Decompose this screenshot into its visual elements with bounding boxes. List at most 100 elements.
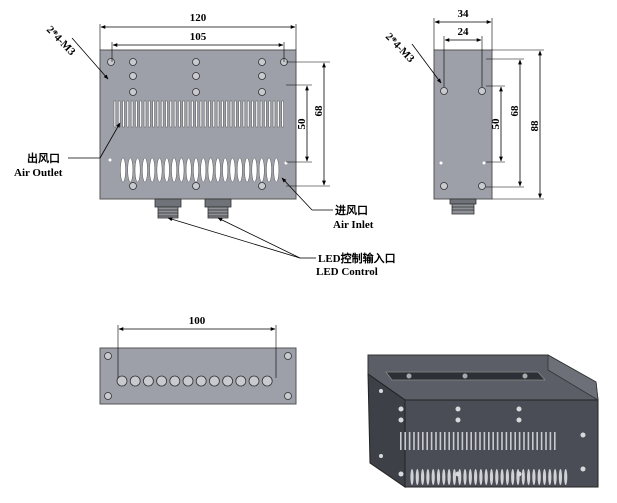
side-dim-88: 88 <box>529 120 541 132</box>
outlet-slot <box>234 100 237 128</box>
inlet-slot <box>200 157 207 183</box>
outlet-slot <box>204 100 207 128</box>
inlet-slot <box>142 157 148 183</box>
outlet-slot <box>173 100 177 128</box>
inlet-slot <box>178 157 185 183</box>
inlet-slot <box>266 157 272 183</box>
iso-oval <box>447 469 451 485</box>
isometric-view <box>367 354 599 488</box>
led-connector-left <box>154 198 182 219</box>
iso-slot <box>461 432 464 450</box>
outlet-slot <box>143 100 147 128</box>
outlet-slot <box>113 100 117 128</box>
air-inlet-label: 进风口 Air Inlet <box>281 177 374 231</box>
air-outlet-cn: 出风口 <box>27 151 60 165</box>
iso-slot <box>510 432 512 450</box>
outlet-slot <box>216 100 220 128</box>
iso-oval <box>516 469 520 485</box>
inlet-slot <box>273 157 280 183</box>
inlet-slot <box>258 157 265 183</box>
bottom-hole <box>248 375 260 387</box>
front-holes-top <box>107 58 288 190</box>
iso-slot <box>413 432 415 450</box>
iso-oval <box>521 469 525 485</box>
outlet-slot <box>208 100 211 128</box>
inlet-slot <box>134 157 141 183</box>
bottom-hole <box>182 375 194 387</box>
outlet-slot <box>130 100 134 128</box>
outlet-slot <box>126 100 129 128</box>
dim-105: 105 <box>190 31 207 43</box>
bottom-hole <box>208 375 220 387</box>
side-thread-callout: 2*4-M3 <box>383 31 417 66</box>
air-outlet-label: 出风口 Air Outlet <box>14 122 121 179</box>
inlet-slot <box>222 157 229 183</box>
outlet-slot <box>259 100 263 128</box>
iso-slot <box>426 432 428 450</box>
dim-68: 68 <box>313 105 325 117</box>
bottom-hole <box>195 375 207 387</box>
iso-slot <box>404 432 406 450</box>
outlet-slot <box>229 100 233 128</box>
outlet-slot <box>238 100 241 128</box>
dim-24: 24 <box>458 26 470 38</box>
iso-oval <box>463 469 467 485</box>
front-outlet-grille <box>113 100 284 128</box>
dim-50: 50 <box>296 118 308 130</box>
outlet-slot <box>148 100 151 128</box>
inlet-slot <box>120 157 126 183</box>
iso-oval <box>410 469 414 485</box>
dim-100: 100 <box>189 315 206 327</box>
iso-slot <box>444 432 446 450</box>
iso-oval <box>527 469 531 485</box>
iso-slot <box>457 432 459 450</box>
inlet-slot <box>251 157 258 183</box>
iso-slot <box>422 432 424 450</box>
iso-oval <box>500 469 504 485</box>
iso-slot <box>496 432 499 450</box>
bottom-hole <box>169 375 181 387</box>
outlet-slot <box>161 100 164 128</box>
bottom-hole <box>129 375 141 387</box>
side-housing <box>433 49 493 200</box>
iso-slot <box>523 432 525 450</box>
front-thread-callout: 2*4-M3 <box>44 24 78 59</box>
iso-slot <box>518 432 521 450</box>
inlet-slot <box>185 157 192 183</box>
iso-slot <box>479 432 481 450</box>
iso-oval <box>553 469 557 485</box>
iso-oval <box>479 469 483 485</box>
inlet-slot <box>236 157 243 183</box>
outlet-slot <box>156 100 160 128</box>
outlet-slot <box>255 100 258 128</box>
inlet-slot <box>193 157 199 183</box>
bottom-hole-row <box>116 375 273 387</box>
outlet-slot <box>178 100 181 128</box>
bottom-housing <box>99 347 297 405</box>
outlet-slot <box>212 100 215 128</box>
outlet-slot <box>272 100 276 128</box>
iso-oval <box>458 469 462 485</box>
iso-oval <box>431 469 435 485</box>
iso-slot <box>501 432 503 450</box>
iso-oval <box>511 469 515 485</box>
outlet-slot <box>195 100 198 128</box>
iso-slot <box>470 432 472 450</box>
inlet-slot <box>163 157 170 183</box>
iso-oval <box>548 469 552 485</box>
outlet-slot <box>186 100 190 128</box>
iso-slot <box>492 432 494 450</box>
iso-slot <box>545 432 547 450</box>
iso-oval <box>415 469 419 485</box>
iso-slot <box>435 432 437 450</box>
inlet-slot <box>207 157 214 183</box>
inlet-slot <box>156 157 163 183</box>
iso-oval <box>452 469 456 485</box>
side-view: 34 24 2*4-M3 50 68 88 <box>383 8 544 215</box>
iso-oval <box>421 469 425 485</box>
iso-oval <box>436 469 441 485</box>
iso-slot <box>408 432 411 450</box>
outlet-slot <box>199 100 203 128</box>
outlet-slot <box>268 100 271 128</box>
air-inlet-cn: 进风口 <box>335 203 368 217</box>
